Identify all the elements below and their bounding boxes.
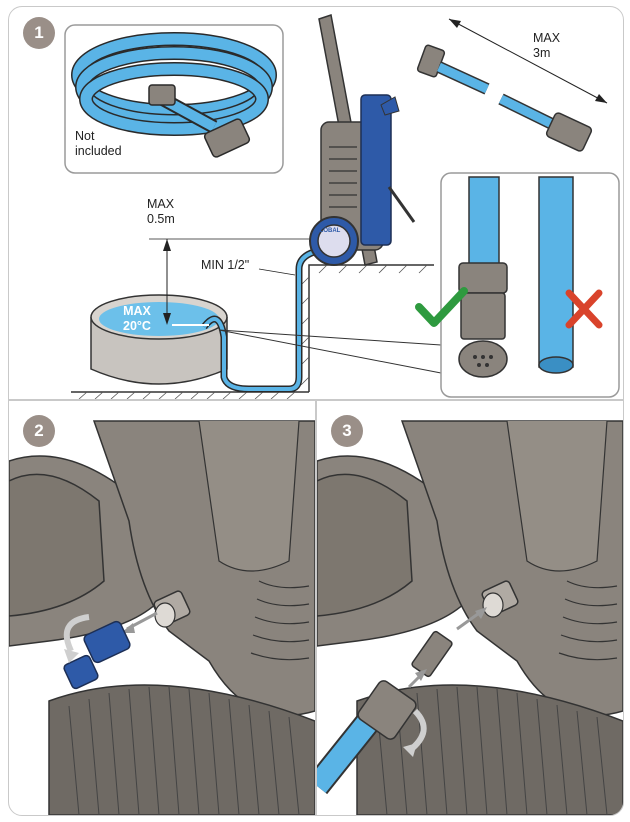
filter-adapter-icon bbox=[411, 630, 453, 678]
hose-note-line-1: Not bbox=[75, 129, 95, 143]
panel-step-1: 1 Not included MAX 0.5m MIN 1/2" MAX 20°… bbox=[9, 7, 623, 399]
pressure-washer-icon bbox=[309, 14, 416, 266]
quick-connector-icon bbox=[63, 620, 131, 690]
max-temperature-line-1: MAX bbox=[123, 304, 151, 318]
max-height-line-2: 0.5m bbox=[147, 212, 175, 226]
water-inlet-icon bbox=[153, 590, 191, 628]
max-height-label: MAX 0.5m bbox=[147, 197, 175, 227]
raised-platform bbox=[308, 264, 434, 392]
step-3-illustration bbox=[317, 420, 623, 815]
max-height-line-1: MAX bbox=[147, 197, 175, 211]
cross-mark-icon bbox=[565, 289, 603, 329]
max-length-label: MAX 3m bbox=[533, 31, 560, 61]
step-number-badge: 2 bbox=[23, 415, 55, 447]
max-temperature-line-2: 20°C bbox=[123, 319, 151, 333]
step-1-illustration bbox=[64, 14, 620, 399]
max-temperature-label: MAX 20°C bbox=[109, 304, 165, 334]
brand-mark: GLOBAL bbox=[315, 228, 341, 234]
hose-with-filter-icon bbox=[458, 176, 508, 378]
water-inlet-icon bbox=[481, 580, 519, 618]
step-2-illustration bbox=[9, 420, 315, 815]
water-tub-icon bbox=[90, 294, 228, 385]
instruction-sheet: 1 Not included MAX 0.5m MIN 1/2" MAX 20°… bbox=[8, 6, 624, 816]
step-number-badge: 3 bbox=[331, 415, 363, 447]
step-number-badge: 1 bbox=[23, 17, 55, 49]
max-length-line-2: 3m bbox=[533, 46, 551, 60]
hose-without-filter-icon bbox=[538, 176, 574, 374]
max-length-line-1: MAX bbox=[533, 31, 561, 45]
hose-coupling-icon bbox=[317, 680, 417, 795]
panel-step-2: 2 bbox=[9, 401, 315, 815]
check-mark-icon bbox=[415, 287, 468, 327]
panel-step-3: 3 bbox=[317, 401, 623, 815]
suction-hose bbox=[202, 250, 315, 391]
hose-note-label: Not included bbox=[75, 129, 122, 159]
min-diameter-label: MIN 1/2" bbox=[201, 258, 250, 272]
hose-length-icon bbox=[416, 44, 593, 152]
hose-note-line-2: included bbox=[75, 144, 122, 158]
vertical-divider bbox=[315, 399, 317, 815]
coiled-garden-hose-icon bbox=[71, 32, 277, 158]
rotate-arrow-icon bbox=[63, 614, 90, 653]
